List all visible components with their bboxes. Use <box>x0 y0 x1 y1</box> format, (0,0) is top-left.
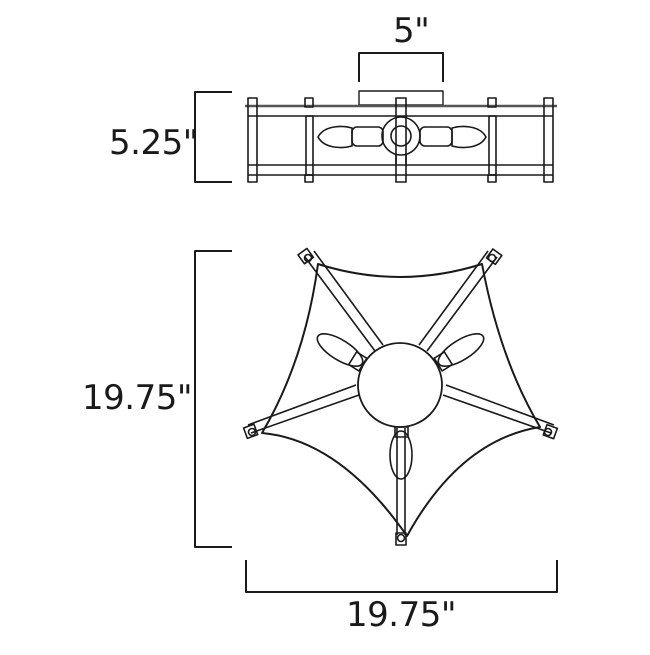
frame-arms <box>247 250 555 535</box>
side-hub-outer <box>381 116 421 156</box>
width-bracket <box>245 560 558 593</box>
depth-label: 19.75" <box>82 378 192 418</box>
right-bulb <box>451 125 487 149</box>
right-socket <box>419 126 453 147</box>
star-frame-outline <box>261 263 541 537</box>
bulb-upper-right <box>437 333 485 367</box>
top-bulbs <box>316 333 485 480</box>
bulb-bottom <box>389 430 413 480</box>
side-hub-inner <box>390 125 412 147</box>
left-socket <box>351 126 384 147</box>
top-hub <box>357 342 443 428</box>
left-bulb <box>317 125 353 149</box>
side-posts <box>247 97 554 183</box>
side-view <box>194 52 557 183</box>
canopy-width-label: 5" <box>393 11 430 51</box>
canopy-width-bracket <box>358 52 444 82</box>
height-bracket <box>194 91 232 183</box>
height-label: 5.25" <box>109 123 198 163</box>
arm-end-caps <box>242 247 559 546</box>
top-view <box>194 247 559 593</box>
depth-bracket <box>194 250 232 548</box>
width-label: 19.75" <box>346 595 456 635</box>
bulb-upper-left <box>316 333 364 367</box>
